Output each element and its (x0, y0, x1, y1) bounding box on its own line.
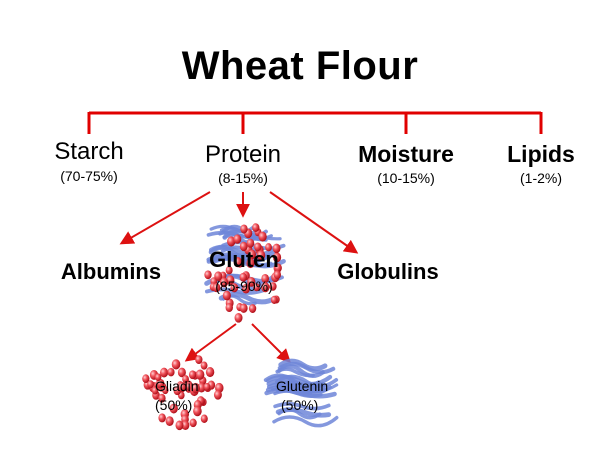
pct-gluten: (85-90%) (215, 278, 273, 294)
pct-starch: (70-75%) (60, 168, 118, 184)
gliadin-bead-cluster-icon (142, 355, 224, 431)
label-gliadin: Gliadin (155, 378, 199, 394)
gluten-cluster-icon (204, 223, 286, 323)
label-protein: Protein (204, 141, 282, 168)
pct-moisture: (10-15%) (377, 170, 435, 186)
label-lipids: Lipids (507, 141, 575, 167)
pct-gliadin: (50%) (155, 397, 193, 413)
arrow-protein-to-globulins (269, 191, 359, 254)
label-albumins: Albumins (60, 259, 162, 284)
diagram-title: Wheat Flour (181, 44, 419, 88)
pct-glutenin: (50%) (281, 397, 319, 413)
label-moisture: Moisture (358, 141, 454, 167)
pct-protein: (8-15%) (218, 170, 268, 186)
top-bracket (87, 111, 543, 134)
arrow-gluten-to-gliadin (184, 323, 237, 362)
glutenin-strand-cluster-icon (263, 358, 339, 428)
label-starch: Starch (54, 138, 124, 165)
label-globulins: Globulins (337, 259, 439, 284)
arrow-gluten-to-glutenin (251, 323, 291, 363)
arrow-protein-to-albumins (119, 191, 211, 245)
label-glutenin: Glutenin (276, 378, 329, 394)
pct-lipids: (1-2%) (519, 170, 563, 186)
label-gluten: Gluten (209, 247, 279, 272)
